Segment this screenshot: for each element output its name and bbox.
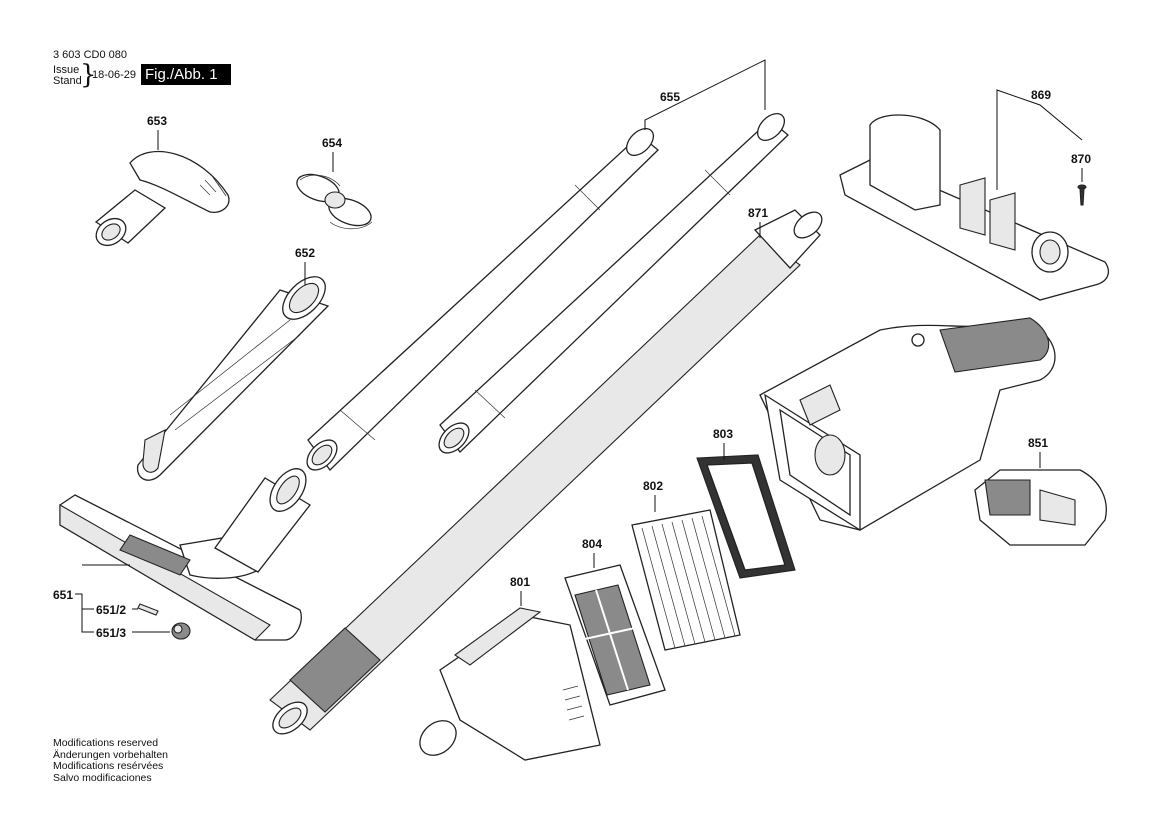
part-804-label: 804 xyxy=(582,537,602,551)
part-652-label: 652 xyxy=(295,246,315,260)
note-es: Salvo modificaciones xyxy=(53,771,152,784)
modification-notes: Modifications reserved Änderungen vorbeh… xyxy=(53,737,169,784)
part-801-drawing xyxy=(419,607,601,761)
part-871-drawing xyxy=(269,209,823,735)
issue-date: 18-06-29 xyxy=(92,69,137,81)
part-655-label: 655 xyxy=(660,90,680,104)
part-651-3-label: 651/3 xyxy=(96,626,126,640)
part-653-label: 653 xyxy=(147,114,167,128)
part-802-label: 802 xyxy=(643,479,663,493)
issue-label: Issue xyxy=(53,64,80,76)
part-803-label: 803 xyxy=(713,427,733,441)
part-651-2-drawing xyxy=(137,603,159,616)
part-803-drawing xyxy=(696,454,796,579)
part-870-drawing xyxy=(1077,184,1087,206)
part-851-drawing xyxy=(974,469,1107,546)
figure-label: Fig./Abb. 1 xyxy=(141,64,231,85)
part-870-label: 870 xyxy=(1071,152,1091,166)
part-651-3-drawing xyxy=(171,622,191,640)
vacuum-body-drawing xyxy=(759,317,1056,532)
stand-label: Stand xyxy=(53,75,82,87)
document-code: 3 603 CD0 080 xyxy=(53,49,127,61)
issue-brace: } xyxy=(80,60,97,90)
part-802-drawing xyxy=(631,509,741,651)
part-651-drawing xyxy=(59,468,311,641)
part-654-drawing xyxy=(296,173,373,230)
part-652-drawing xyxy=(136,276,330,481)
part-654-label: 654 xyxy=(322,136,342,150)
note-en: Modifications reserved xyxy=(53,737,159,749)
part-651-label: 651 xyxy=(53,588,73,602)
part-804-drawing xyxy=(564,564,666,706)
part-653-drawing xyxy=(94,150,230,247)
part-869-label: 869 xyxy=(1031,88,1051,102)
part-851-label: 851 xyxy=(1028,436,1048,450)
note-de: Änderungen vorbehalten xyxy=(53,748,169,761)
part-655-drawing xyxy=(306,113,789,471)
part-801-label: 801 xyxy=(510,575,530,589)
part-869-drawing xyxy=(839,114,1109,301)
part-651-2-label: 651/2 xyxy=(96,603,126,617)
part-871-label: 871 xyxy=(748,206,768,220)
note-fr: Modifications resérvées xyxy=(53,760,164,772)
